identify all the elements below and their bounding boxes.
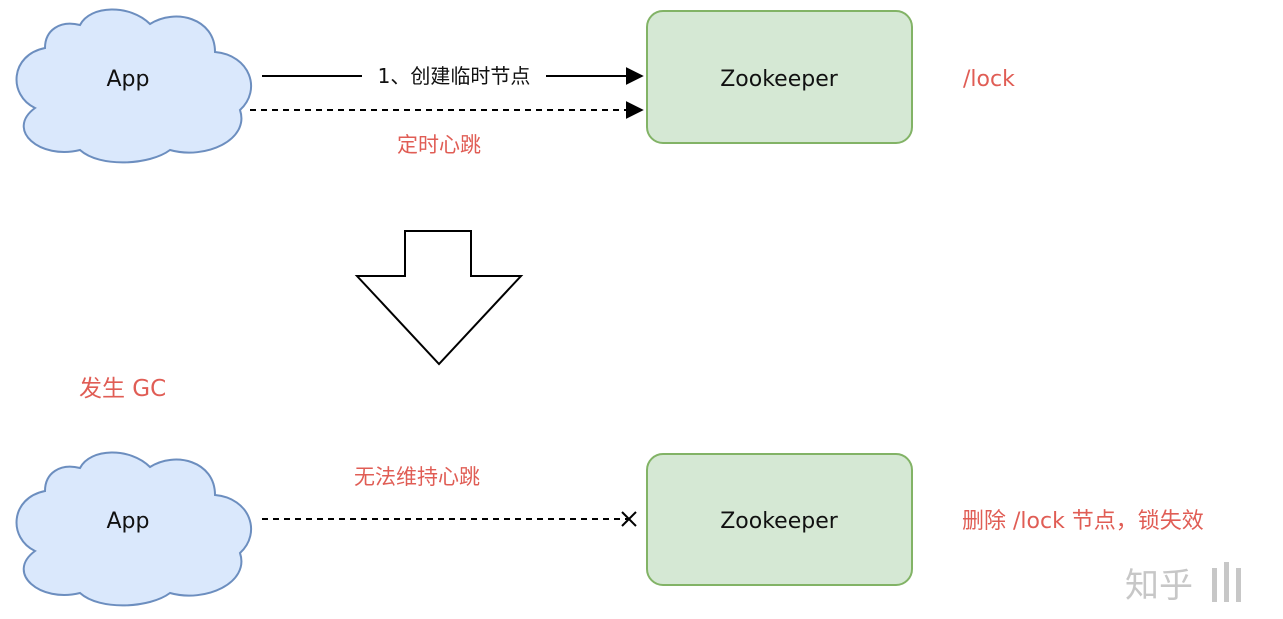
gc-label: 发生 GC	[79, 376, 166, 402]
bottom-app-label: App	[107, 509, 150, 534]
app-cloud-shape	[15, 451, 253, 607]
watermark-text: 知乎	[1125, 566, 1193, 606]
watermark-bar-1	[1212, 568, 1217, 602]
top-heartbeat-edge: 定时心跳	[250, 101, 644, 157]
lock-expired-label: 删除 /lock 节点，锁失效	[962, 509, 1204, 534]
app-cloud-shape	[15, 8, 253, 164]
zookeeper-box	[646, 453, 913, 586]
bottom-zookeeper-label: Zookeeper	[720, 509, 839, 534]
transition-down-arrow	[354, 230, 524, 366]
bottom-failed-heartbeat-edge: 无法维持心跳	[262, 465, 637, 527]
lock-path-label: /lock	[963, 67, 1015, 92]
bottom-zookeeper-node: Zookeeper	[646, 453, 913, 586]
zhihu-watermark: 知乎	[1125, 562, 1241, 606]
top-app-node: App	[15, 8, 253, 164]
bottom-app-node: App	[15, 451, 253, 607]
heartbeat-label: 定时心跳	[397, 133, 481, 157]
top-zookeeper-node: Zookeeper	[646, 10, 913, 144]
watermark-bar-2	[1224, 562, 1229, 602]
top-zookeeper-label: Zookeeper	[720, 67, 839, 92]
fail-heartbeat-label: 无法维持心跳	[354, 465, 480, 489]
zookeeper-box	[646, 10, 913, 144]
cross-end-icon	[621, 511, 637, 527]
top-create-edge: 1、创建临时节点	[262, 64, 644, 88]
create-edge-label: 1、创建临时节点	[378, 64, 531, 88]
watermark-bar-3	[1236, 568, 1241, 602]
top-app-label: App	[107, 67, 150, 92]
